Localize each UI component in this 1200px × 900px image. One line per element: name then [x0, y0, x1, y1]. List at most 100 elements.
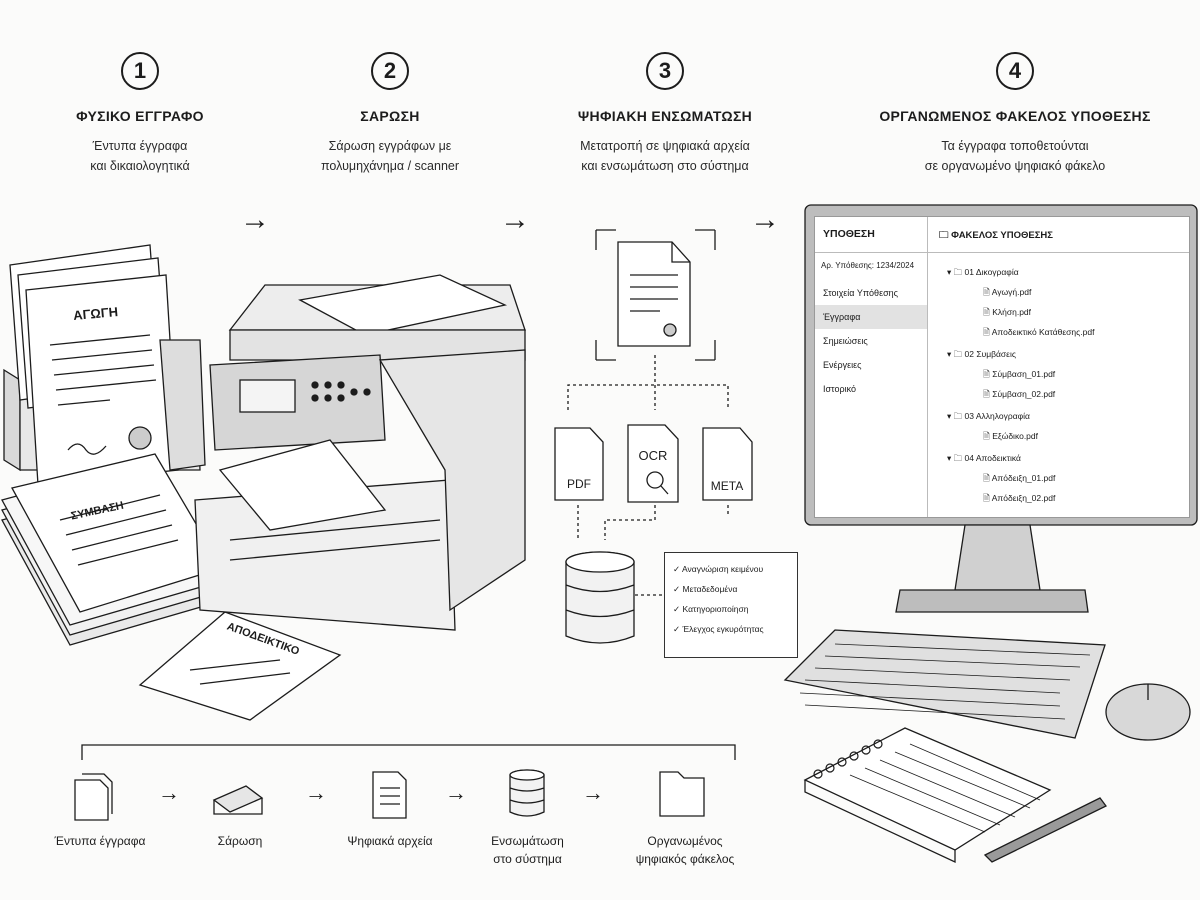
- tree-folder[interactable]: ▾ 🗀 01 Δικογραφία: [947, 267, 1019, 277]
- step-title: ΨΗΦΙΑΚΗ ΕΝΣΩΜΑΤΩΣΗ: [577, 108, 753, 124]
- sidebar-item-history[interactable]: Ιστορικό: [823, 384, 857, 394]
- bottom-arrow-3: →: [445, 780, 467, 805]
- step-3: 3 ΨΗΦΙΑΚΗ ΕΝΣΩΜΑΤΩΣΗ Μετατροπή σε ψηφιακ…: [545, 52, 785, 176]
- bottom-arrow-4: →: [582, 780, 604, 805]
- folder-icon: [659, 771, 705, 817]
- tree-folder[interactable]: ▾ 🗀 03 Αλληλογραφία: [947, 411, 1030, 421]
- folder-pane: 🗀 ΦΑΚΕΛΟΣ ΥΠΟΘΕΣΗΣ ▾ 🗀 01 Δικογραφία 🗎 Α…: [927, 217, 1189, 517]
- bottom-arrow-1: →: [158, 780, 180, 805]
- tree-folder[interactable]: ▾ 🗀 04 Αποδεικτικά: [947, 453, 1021, 463]
- checklist-item: ✓ Έλεγχος εγκυρότητας: [673, 624, 764, 634]
- meta-file-icon: [702, 427, 753, 501]
- scanner-icon: [212, 785, 264, 813]
- flow-arrow-2: →: [500, 203, 530, 236]
- folder-icon: 🗀: [939, 230, 949, 241]
- checklist-item: ✓ Μεταδεδομένα: [673, 584, 738, 594]
- scan-frame: [595, 229, 716, 361]
- step-desc-line2: σε οργανωμένο ψηφιακό φάκελο: [924, 159, 1106, 173]
- checklist-panel: ✓ Αναγνώριση κειμένου ✓ Μεταδεδομένα ✓ Κ…: [664, 552, 798, 658]
- sidebar-item-notes[interactable]: Σημειώσεις: [823, 336, 868, 346]
- step-title: ΟΡΓΑΝΩΜΕΝΟΣ ΦΑΚΕΛΟΣ ΥΠΟΘΕΣΗΣ: [879, 108, 1151, 124]
- case-number: Αρ. Υπόθεσης: 1234/2024: [821, 261, 915, 270]
- sidebar-title: ΥΠΟΘΕΣΗ: [815, 217, 927, 253]
- step-number: 2: [371, 52, 409, 90]
- tree-file[interactable]: 🗎 Αγωγή.pdf: [983, 287, 1032, 297]
- digital-document: [617, 241, 691, 347]
- tree-file[interactable]: 🗎 Εξώδικο.pdf: [983, 431, 1039, 441]
- step-title: ΣΑΡΩΣΗ: [360, 108, 420, 124]
- file-icon: 🗎: [983, 307, 990, 317]
- scanner-printer: [194, 274, 526, 631]
- expand-icon: ▾ 🗀: [947, 349, 963, 359]
- apodeiktiko-document: [138, 611, 342, 721]
- step-desc-line2: πολυμηχάνημα / scanner: [320, 159, 460, 173]
- keyboard: [783, 629, 1106, 739]
- tree-file[interactable]: 🗎 Αποδεικτικό Κατάθεσης.pdf: [983, 327, 1095, 337]
- meta-label: META: [711, 479, 743, 493]
- printed-documents-icon: [74, 779, 109, 821]
- step-4: 4 ΟΡΓΑΝΩΜΕΝΟΣ ΦΑΚΕΛΟΣ ΥΠΟΘΕΣΗΣ Τα έγγραφ…: [870, 52, 1160, 176]
- step-desc-line2: και δικαιολογητικά: [90, 159, 190, 173]
- step-desc-line1: Σάρωση εγγράφων με: [328, 139, 452, 153]
- timeline-bracket: [81, 744, 736, 760]
- check-icon: ✓: [673, 624, 681, 634]
- check-icon: ✓: [673, 584, 681, 594]
- ocr-label: OCR: [639, 448, 668, 463]
- bottom-step-3: Ψηφιακά αρχεία: [347, 834, 433, 848]
- file-icon: 🗎: [983, 389, 990, 399]
- step-title: ΦΥΣΙΚΟ ΕΓΓΡΑΦΟ: [76, 108, 204, 124]
- tree-file[interactable]: 🗎 Κλήση.pdf: [983, 307, 1032, 317]
- flow-arrow-3: →: [750, 203, 780, 236]
- step-number: 4: [996, 52, 1034, 90]
- tree-folder[interactable]: ▾ 🗀 02 Συμβάσεις: [947, 349, 1016, 359]
- step-2: 2 ΣΑΡΩΣΗ Σάρωση εγγράφων με πολυμηχάνημα …: [290, 52, 490, 176]
- step-desc-line1: Τα έγγραφα τοποθετούνται: [941, 139, 1089, 153]
- checklist-item: ✓ Αναγνώριση κειμένου: [673, 564, 764, 574]
- check-icon: ✓: [673, 604, 681, 614]
- pen: [983, 797, 1107, 863]
- agogi-label: ΑΓΩΓΗ: [73, 304, 119, 323]
- file-icon: 🗎: [983, 473, 990, 483]
- expand-icon: ▾ 🗀: [947, 267, 963, 277]
- step-1: 1 ΦΥΣΙΚΟ ΕΓΓΡΑΦΟ Έντυπα έγγραφα και δικαι…: [40, 52, 240, 176]
- bottom-step-2: Σάρωση: [217, 834, 263, 848]
- symvasi-stack: [1, 453, 227, 646]
- document-holder: [3, 244, 206, 486]
- pdf-label: PDF: [567, 477, 591, 491]
- tree-file[interactable]: 🗎 Απόδειξη_02.pdf: [983, 493, 1056, 503]
- monitor-screen: ΥΠΟΘΕΣΗ Αρ. Υπόθεσης: 1234/2024 Στοιχεία…: [814, 216, 1190, 518]
- pdf-file-icon: [554, 427, 604, 501]
- flow-arrow-1: →: [240, 203, 270, 236]
- step-desc-line1: Έντυπα έγγραφα: [92, 139, 188, 153]
- sidebar-item-details[interactable]: Στοιχεία Υπόθεσης: [823, 288, 898, 298]
- checklist-item: ✓ Κατηγοριοποίηση: [673, 604, 749, 614]
- file-icon: 🗎: [983, 287, 990, 297]
- step-desc-line2: και ενσωμάτωση στο σύστημα: [581, 159, 749, 173]
- file-icon: 🗎: [983, 327, 990, 337]
- database-small-icon: [509, 769, 545, 817]
- expand-icon: ▾ 🗀: [947, 453, 963, 463]
- sidebar-item-documents[interactable]: Έγγραφα: [815, 305, 927, 329]
- tree-file[interactable]: 🗎 Σύμβαση_01.pdf: [983, 369, 1056, 379]
- file-icon: 🗎: [983, 493, 990, 503]
- expand-icon: ▾ 🗀: [947, 411, 963, 421]
- case-sidebar: ΥΠΟΘΕΣΗ Αρ. Υπόθεσης: 1234/2024 Στοιχεία…: [815, 217, 928, 517]
- tree-file[interactable]: 🗎 Απόδειξη_01.pdf: [983, 473, 1056, 483]
- file-icon: 🗎: [983, 369, 990, 379]
- notebook: [803, 727, 1052, 864]
- folder-title: ΦΑΚΕΛΟΣ ΥΠΟΘΕΣΗΣ: [951, 230, 1053, 241]
- digital-file-icon: [372, 771, 407, 819]
- file-icon: 🗎: [983, 431, 990, 441]
- tree-file[interactable]: 🗎 Σύμβαση_02.pdf: [983, 389, 1056, 399]
- sidebar-item-actions[interactable]: Ενέργειες: [823, 360, 862, 370]
- step-number: 1: [121, 52, 159, 90]
- check-icon: ✓: [673, 564, 681, 574]
- database-icon: [565, 551, 635, 644]
- bottom-arrow-2: →: [305, 780, 327, 805]
- step-desc-line1: Μετατροπή σε ψηφιακά αρχεία: [580, 139, 750, 153]
- step-number: 3: [646, 52, 684, 90]
- bottom-step-1: Έντυπα έγγραφα: [54, 834, 146, 848]
- ocr-file-icon: [627, 424, 679, 503]
